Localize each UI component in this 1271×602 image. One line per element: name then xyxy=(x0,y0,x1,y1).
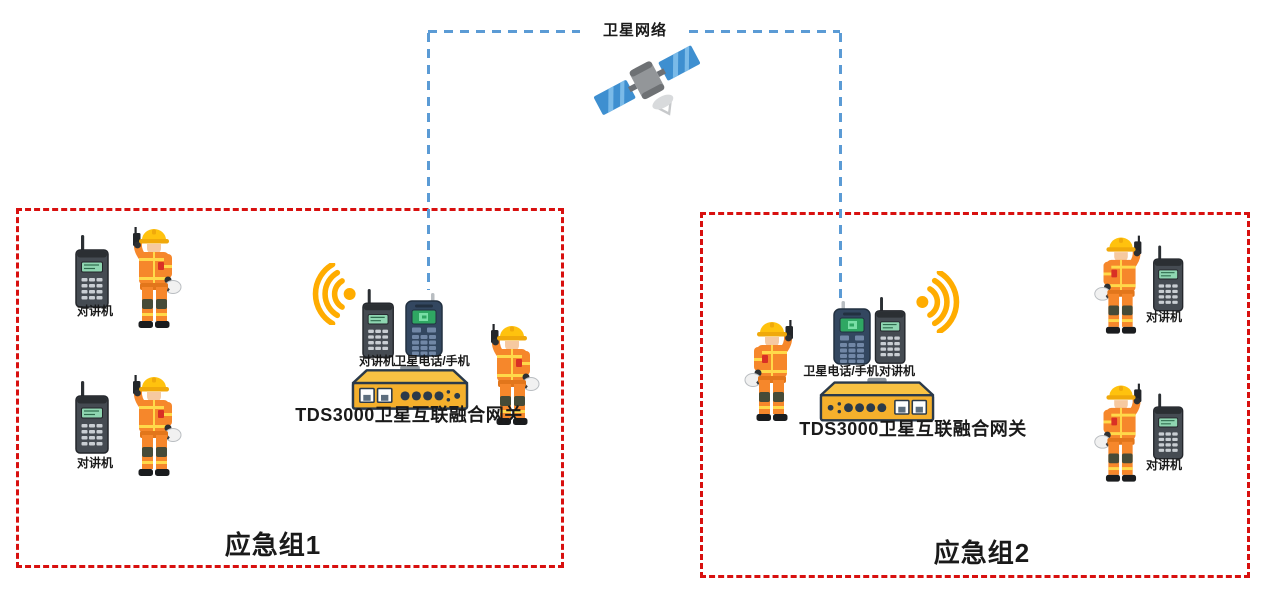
radio-label: 对讲机 xyxy=(358,354,395,368)
satphone-label: 卫星电话/手机 xyxy=(394,354,470,368)
walkie-talkie-icon xyxy=(73,235,115,309)
group-1-name: 应急组1 xyxy=(224,530,322,560)
satellite-link-left-vertical xyxy=(427,33,430,290)
firefighter-icon xyxy=(1087,235,1155,343)
wifi-signal-icon xyxy=(909,271,985,333)
gateway-label: TDS3000卫星互联融合网关 xyxy=(799,419,1027,439)
satellite-link-right-vertical xyxy=(839,33,842,300)
satellite-link-left-horizontal xyxy=(428,30,580,33)
radio-label: 对讲机 xyxy=(76,456,113,470)
radio-label: 对讲机 xyxy=(76,304,113,318)
radio-label: 对讲机 xyxy=(1145,310,1182,324)
firefighter-icon xyxy=(119,227,189,337)
emergency-group-2-box: 卫星电话/手机 对讲机 TDS3000卫星互联融合网关 对讲机 对讲机 应急组2 xyxy=(700,212,1250,578)
radio-label: 对讲机 xyxy=(878,364,915,378)
satellite-phone-icon xyxy=(829,301,875,365)
firefighter-icon xyxy=(1087,383,1155,491)
radio-label: 对讲机 xyxy=(1145,458,1182,472)
satellite-network-label: 卫星网络 xyxy=(602,22,667,39)
satellite-icon xyxy=(588,44,706,126)
satellite-phone-icon xyxy=(401,293,447,357)
wifi-signal-icon xyxy=(287,263,363,325)
group-2-name: 应急组2 xyxy=(933,538,1031,568)
walkie-talkie-icon xyxy=(1151,393,1189,461)
emergency-group-1-box: 对讲机 对讲机 对讲机 卫星电话/手机 TDS3000卫星互联融合网关 应急组1 xyxy=(16,208,564,568)
walkie-talkie-icon xyxy=(871,297,913,365)
gateway-icon xyxy=(819,377,935,423)
walkie-talkie-icon xyxy=(1151,245,1189,313)
walkie-talkie-icon xyxy=(73,381,115,455)
satellite-link-right-horizontal xyxy=(689,30,840,33)
gateway-label: TDS3000卫星互联融合网关 xyxy=(295,405,523,425)
satphone-label: 卫星电话/手机 xyxy=(803,364,879,378)
walkie-talkie-icon xyxy=(359,289,401,359)
